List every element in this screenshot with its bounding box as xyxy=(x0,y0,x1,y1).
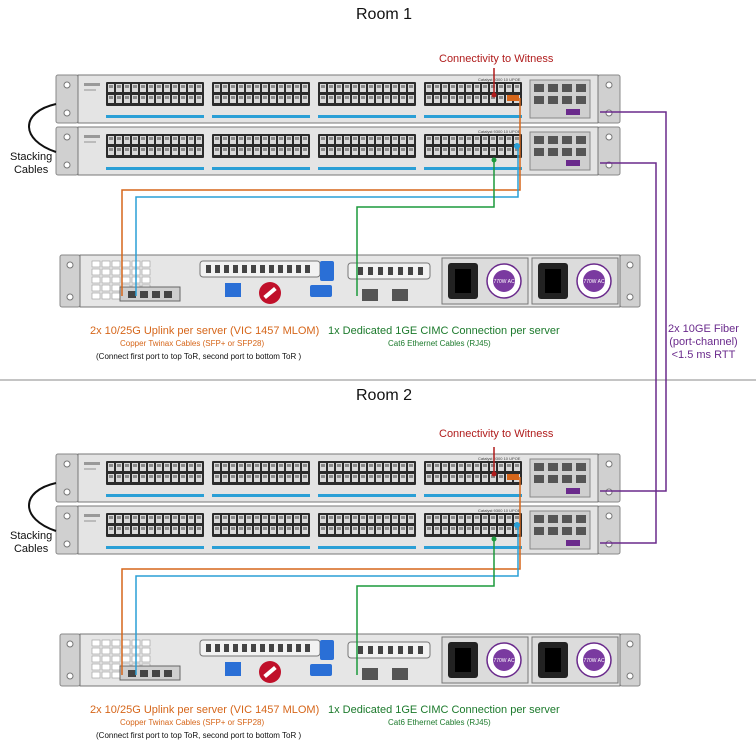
port-block-1 xyxy=(106,513,204,537)
port-block-4 xyxy=(424,461,522,485)
port-block-2 xyxy=(212,461,310,485)
port-block-4 xyxy=(424,82,522,106)
switch-model-label: Catalyst 9300 10 UPOE xyxy=(478,129,521,134)
witness-port-marker xyxy=(491,471,497,477)
port-block-1 xyxy=(106,82,204,106)
psu-label: 770W AC xyxy=(493,279,515,285)
cimc-port xyxy=(362,668,378,680)
port-block-3 xyxy=(318,513,416,537)
room-2-stacking-label: Stacking Cables xyxy=(10,530,52,556)
uplink-cable-orange xyxy=(121,98,521,296)
room-1-stacking-line-2: Cables xyxy=(13,164,49,176)
rj45-port xyxy=(392,289,408,301)
port-block-3 xyxy=(318,461,416,485)
room-1-stacking-line-1: Stacking xyxy=(10,151,53,163)
psu-label: 770W AC xyxy=(583,279,605,285)
blue-connector xyxy=(320,640,334,660)
room-1-uplink-title: 2x 10/25G Uplink per server (VIC 1457 ML… xyxy=(90,325,320,337)
room-2-stacking-line-1: Stacking xyxy=(10,530,53,542)
switch-bottom: Catalyst 9300 10 UPOE xyxy=(55,126,621,176)
room-2-uplink-title: 2x 10/25G Uplink per server (VIC 1457 ML… xyxy=(90,704,320,716)
port-block-2 xyxy=(212,134,310,158)
room-1-cimc-sub: Cat6 Ethernet Cables (RJ45) xyxy=(388,339,491,348)
room-2: Catalyst 9300 10 UPOE Catalyst 9300 10 UP… xyxy=(28,447,641,687)
port-block-3 xyxy=(318,134,416,158)
port-block-4 xyxy=(424,134,522,158)
room-2-uplink-note: (Connect first port to top ToR, second p… xyxy=(96,731,302,740)
blue-connector xyxy=(320,261,334,281)
switch-model-label: Catalyst 9300 10 UPOE xyxy=(478,508,521,513)
psu-label: 770W AC xyxy=(583,658,605,664)
room-1-stacking-label: Stacking Cables xyxy=(10,151,52,177)
server-main: 770W AC 770W AC xyxy=(59,633,641,687)
fiber-cable-1 xyxy=(600,111,667,492)
room-1: Catalyst 9300 10 UPOE Catalyst 9300 10 UP… xyxy=(28,68,641,308)
psu-2: 770W AC xyxy=(531,636,619,684)
witness-port-marker xyxy=(491,92,497,98)
stacking-cable xyxy=(28,482,57,532)
fiber-label: 2x 10GE Fiber (port-channel) <1.5 ms RTT xyxy=(668,323,739,362)
usb-ports xyxy=(225,283,241,297)
room-2-witness-label: Connectivity to Witness xyxy=(439,428,554,440)
room-2-stacking-line-2: Cables xyxy=(13,543,49,555)
room-1-uplink-sub: Copper Twinax Cables (SFP+ or SFP28) xyxy=(120,339,265,348)
port-block-1 xyxy=(106,134,204,158)
vga-port xyxy=(310,664,332,676)
psu-1: 770W AC xyxy=(441,636,529,684)
port-block-3 xyxy=(318,82,416,106)
port-block-4 xyxy=(424,513,522,537)
psu-2: 770W AC xyxy=(531,257,619,305)
fiber-line-2: (port-channel) xyxy=(669,336,738,348)
usb-ports xyxy=(225,662,241,676)
uplink-cable-blue xyxy=(135,146,519,296)
stacking-cable xyxy=(28,103,57,153)
room-2-cimc-title: 1x Dedicated 1GE CIMC Connection per ser… xyxy=(328,704,560,716)
room-2-uplink-sub: Copper Twinax Cables (SFP+ or SFP28) xyxy=(120,718,265,727)
fiber-line-3: <1.5 ms RTT xyxy=(671,349,736,361)
switch-top: Catalyst 9300 10 UPOE xyxy=(55,74,621,124)
uplink-cable-blue xyxy=(135,525,519,675)
room-1-witness-label: Connectivity to Witness xyxy=(439,53,554,65)
room-1-title: Room 1 xyxy=(356,6,413,23)
switch-bottom: Catalyst 9300 10 UPOE xyxy=(55,505,621,555)
room-2-cimc-sub: Cat6 Ethernet Cables (RJ45) xyxy=(388,718,491,727)
psu-label: 770W AC xyxy=(493,658,515,664)
switch-model-label: Catalyst 9300 10 UPOE xyxy=(478,456,521,461)
room-1-cimc-title: 1x Dedicated 1GE CIMC Connection per ser… xyxy=(328,325,560,337)
cimc-port xyxy=(362,289,378,301)
vga-port xyxy=(310,285,332,297)
fiber-cable-2 xyxy=(600,162,657,544)
server-main: 770W AC 770W AC xyxy=(59,254,641,308)
cimc-cable-green xyxy=(356,539,495,675)
port-block-2 xyxy=(212,82,310,106)
room-2-title: Room 2 xyxy=(356,387,413,404)
switch-model-label: Catalyst 9300 10 UPOE xyxy=(478,77,521,82)
fiber-line-1: 2x 10GE Fiber xyxy=(668,323,739,335)
room-1-uplink-note: (Connect first port to top ToR, second p… xyxy=(96,352,302,361)
psu-1: 770W AC xyxy=(441,257,529,305)
port-block-2 xyxy=(212,513,310,537)
port-block-1 xyxy=(106,461,204,485)
cimc-cable-green xyxy=(356,160,495,296)
uplink-cable-orange xyxy=(121,477,521,675)
switch-top: Catalyst 9300 10 UPOE xyxy=(55,453,621,503)
rj45-port xyxy=(392,668,408,680)
